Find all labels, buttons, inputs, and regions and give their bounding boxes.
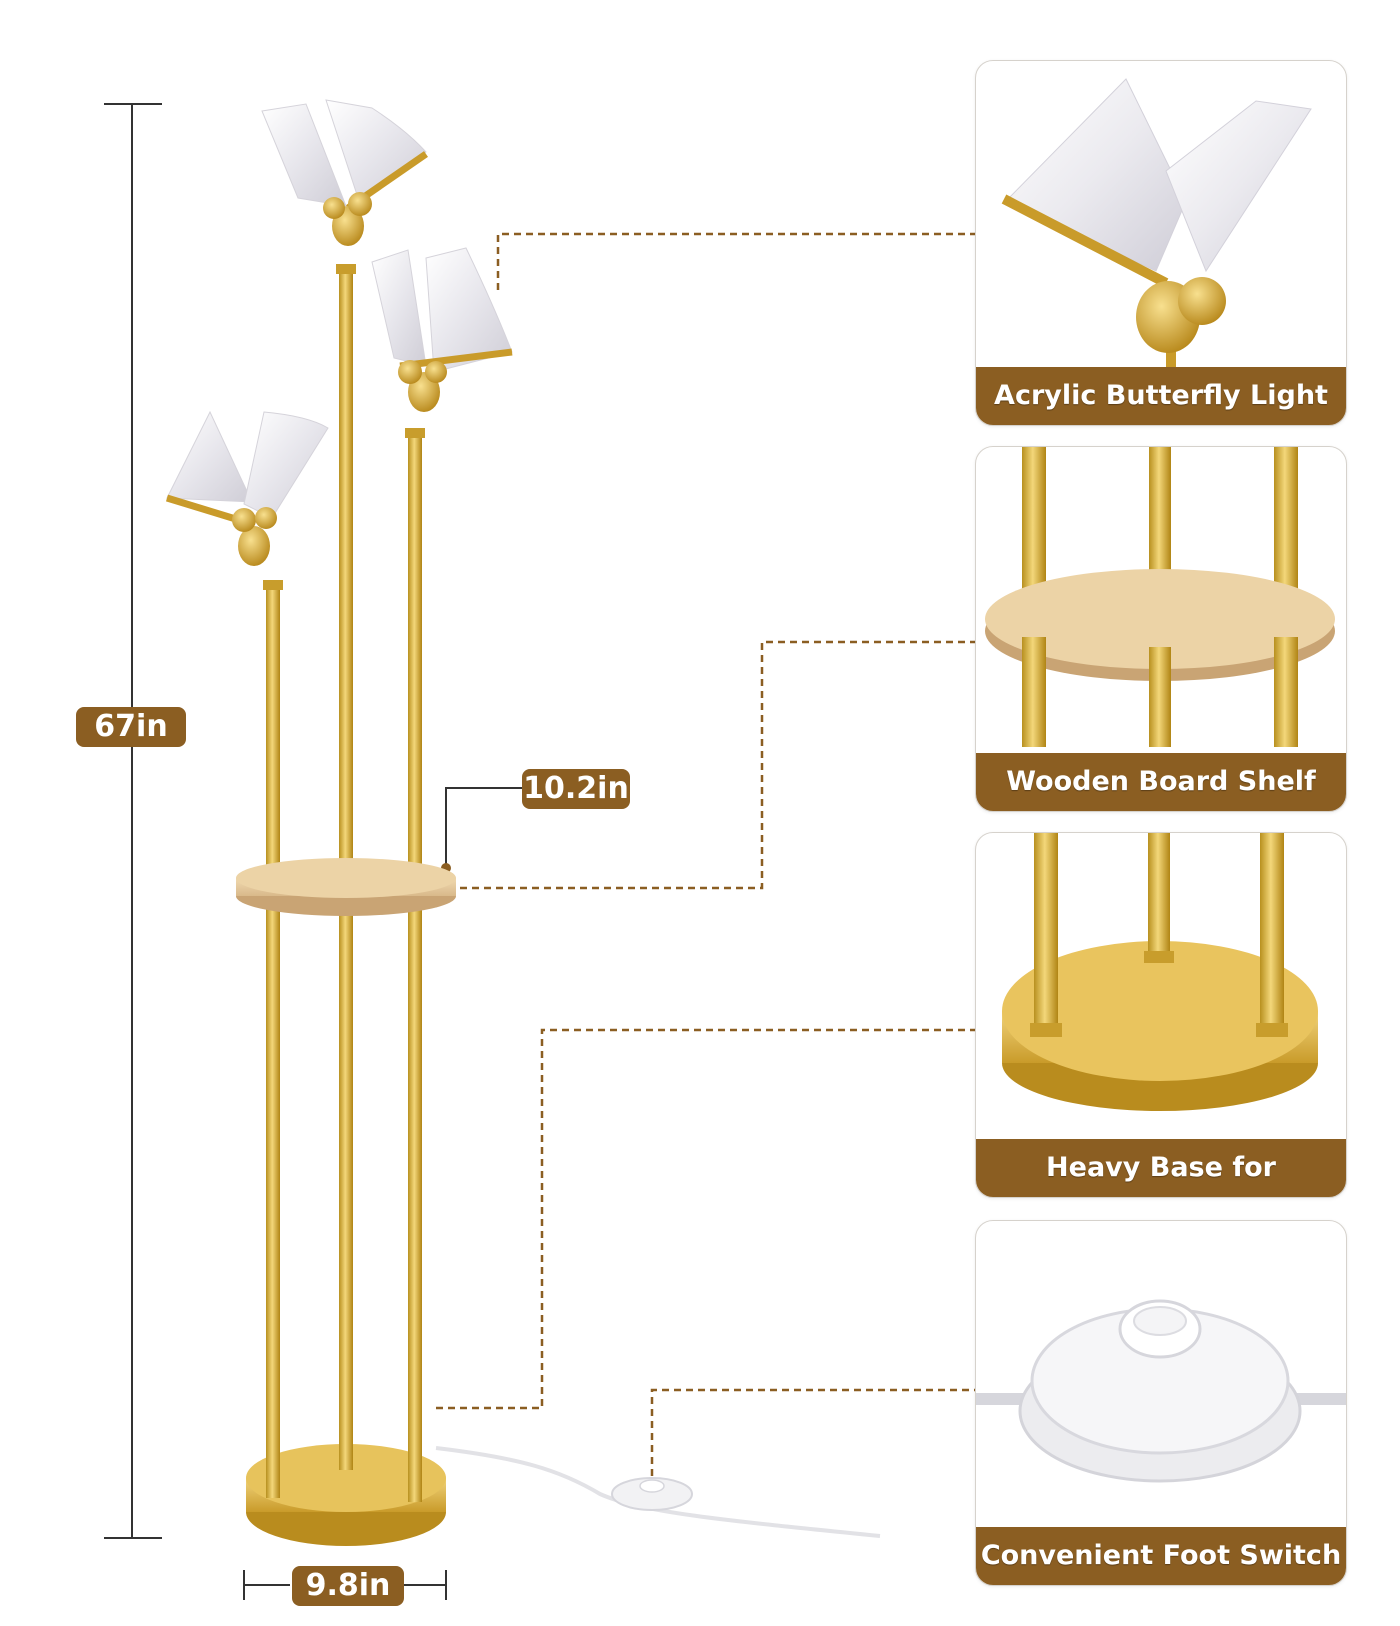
butterfly-shade-left — [165, 410, 329, 566]
height-dimension-label: 67in — [76, 707, 186, 747]
heavy-base-icon — [1002, 833, 1318, 1111]
power-cord — [435, 1446, 881, 1538]
feature-label-wooden-shelf: Wooden Board Shelf — [976, 753, 1346, 811]
connector-switch — [650, 1388, 975, 1476]
foot-switch-small — [611, 1477, 693, 1511]
feature-card-heavy-base: Heavy Base for Shelving — [975, 832, 1347, 1198]
feature-card-foot-switch: Convenient Foot Switch — [975, 1220, 1347, 1586]
butterfly-shade-right — [371, 247, 513, 412]
feature-card-butterfly-light: Acrylic Butterfly Light — [975, 60, 1347, 426]
feature-card-wooden-shelf: Wooden Board Shelf — [975, 446, 1347, 812]
feature-label-heavy-base: Heavy Base for Shelving — [976, 1139, 1346, 1197]
height-dimension-line — [104, 103, 162, 1539]
foot-switch-icon — [976, 1299, 1346, 1483]
feature-label-butterfly-light: Acrylic Butterfly Light — [976, 367, 1346, 425]
callout-connectors — [436, 232, 975, 1476]
base-width-dimension-label: 9.8in — [292, 1566, 404, 1606]
feature-label-foot-switch: Convenient Foot Switch — [976, 1527, 1346, 1585]
wooden-shelf-icon — [985, 447, 1335, 747]
shelf-width-dimension-label: 10.2in — [522, 769, 630, 809]
shelf-width-leader — [445, 787, 522, 866]
wooden-shelf — [236, 858, 456, 916]
base-width-dimension-line — [243, 1570, 447, 1600]
connector-butterfly — [496, 232, 975, 290]
butterfly-shade-middle — [261, 99, 428, 246]
connector-shelf — [460, 640, 975, 890]
connector-base — [436, 1028, 975, 1410]
butterfly-light-icon — [1001, 78, 1312, 377]
